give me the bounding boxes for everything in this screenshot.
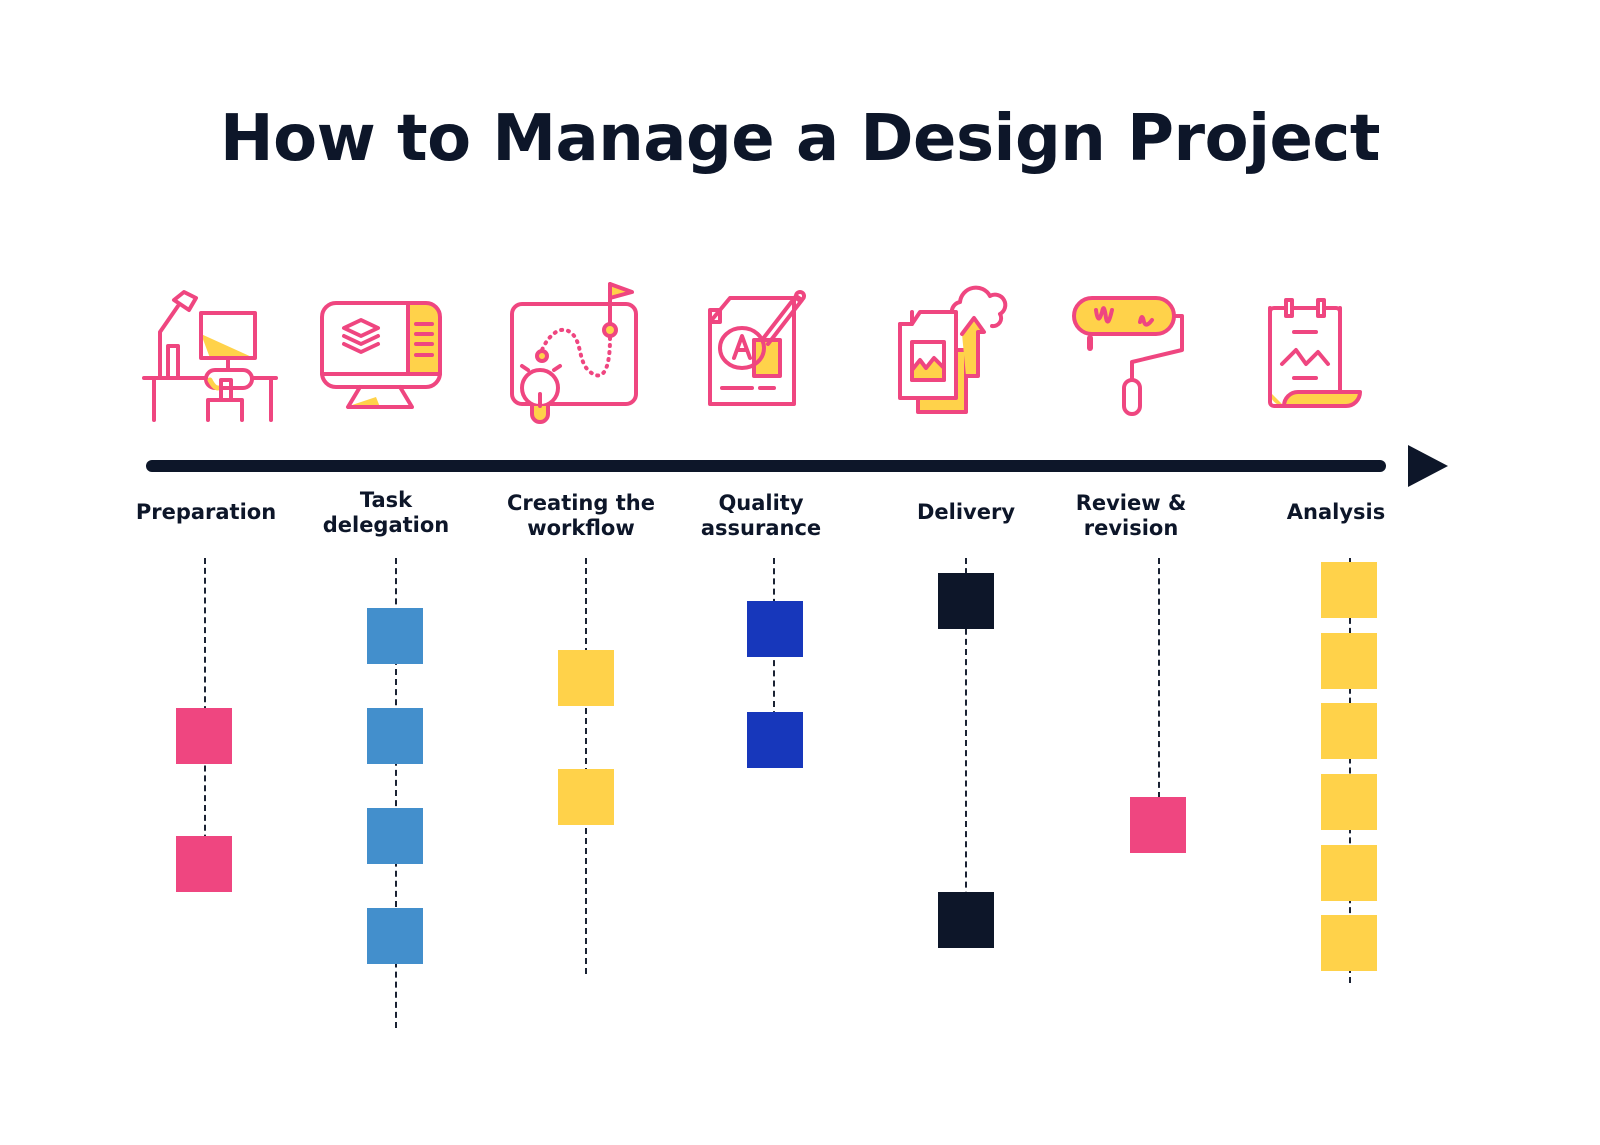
connector-analysis xyxy=(1349,558,1351,983)
stage-label-analysis: Analysis xyxy=(1286,500,1386,524)
connector-delivery xyxy=(965,558,967,918)
monitor-layers-icon xyxy=(316,280,466,430)
task-block-analysis xyxy=(1321,633,1377,689)
connector-quality-assurance xyxy=(773,558,775,758)
task-block-delivery xyxy=(938,892,994,948)
task-block-analysis xyxy=(1321,562,1377,618)
task-block-analysis xyxy=(1321,915,1377,971)
task-block-analysis xyxy=(1321,703,1377,759)
task-block-preparation xyxy=(176,708,232,764)
task-block-preparation xyxy=(176,836,232,892)
timeline-arrow xyxy=(146,445,1448,487)
task-block-creating-workflow xyxy=(558,650,614,706)
task-block-quality-assurance xyxy=(747,712,803,768)
task-block-task-delegation xyxy=(367,708,423,764)
connector-review-revision xyxy=(1158,558,1160,798)
connector-creating-workflow xyxy=(585,558,587,974)
report-scroll-icon xyxy=(1256,280,1406,430)
stage-label-review-revision: Review & revision xyxy=(1075,491,1187,540)
timeline-line xyxy=(146,460,1386,472)
roadmap-idea-icon xyxy=(506,280,656,430)
stage-label-quality-assurance: Quality assurance xyxy=(700,491,822,540)
task-block-review-revision xyxy=(1130,797,1186,853)
document-edit-icon xyxy=(696,280,846,430)
task-block-delivery xyxy=(938,573,994,629)
stage-label-preparation: Preparation xyxy=(135,500,277,524)
task-block-task-delegation xyxy=(367,608,423,664)
task-block-quality-assurance xyxy=(747,601,803,657)
stage-label-delivery: Delivery xyxy=(916,500,1016,524)
stage-label-task-delegation: Task delegation xyxy=(322,488,450,537)
stage-label-creating-workflow: Creating the workflow xyxy=(507,491,655,540)
task-block-creating-workflow xyxy=(558,769,614,825)
task-block-analysis xyxy=(1321,845,1377,901)
task-block-task-delegation xyxy=(367,808,423,864)
task-block-task-delegation xyxy=(367,908,423,964)
page-title: How to Manage a Design Project xyxy=(220,102,1380,176)
paint-roller-icon xyxy=(1066,280,1216,430)
task-block-analysis xyxy=(1321,774,1377,830)
connector-task-delegation xyxy=(395,558,397,1028)
arrow-head-icon xyxy=(1408,445,1448,487)
desk-workstation-icon xyxy=(136,280,286,430)
cloud-upload-files-icon xyxy=(886,280,1036,430)
